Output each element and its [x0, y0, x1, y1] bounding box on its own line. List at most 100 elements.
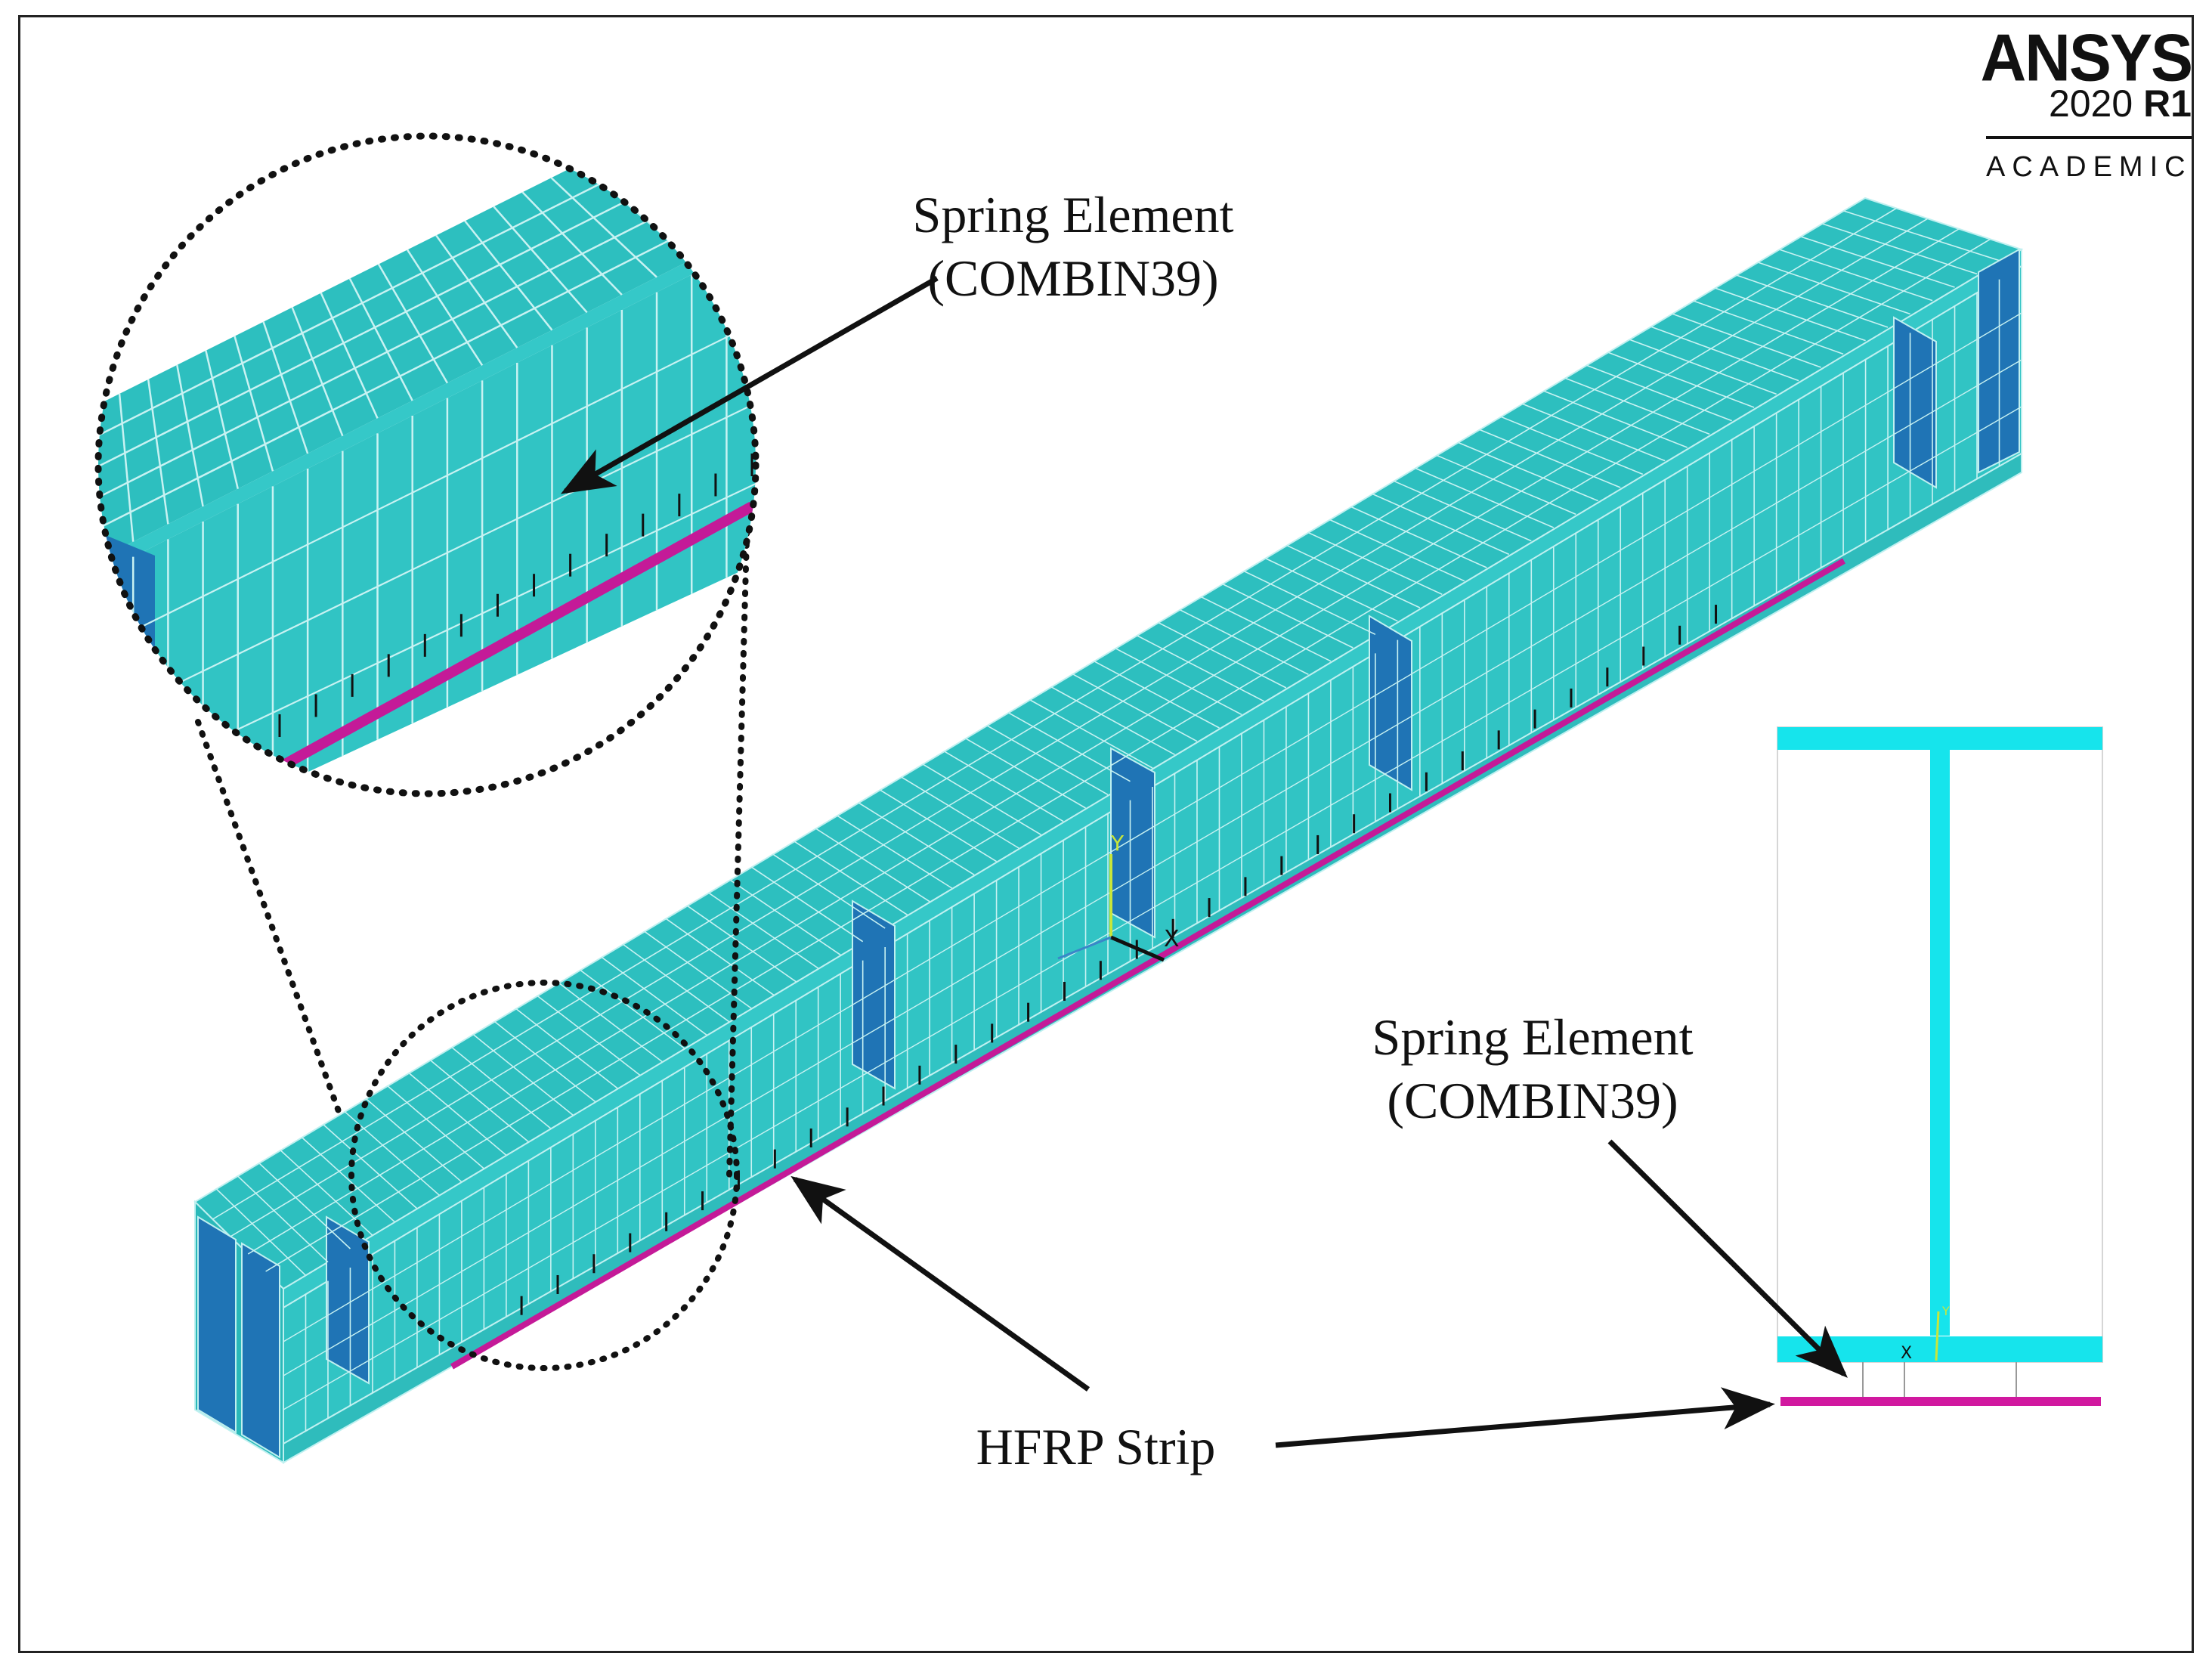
flange-mesh-line — [1115, 648, 1242, 716]
flange-mesh-line — [366, 1098, 463, 1183]
detail-region-marker — [348, 980, 740, 1371]
logo-version-number: 2020 — [2048, 82, 2133, 125]
flange-mesh-line — [601, 956, 707, 1036]
zoom-flange-line — [550, 177, 657, 278]
flange-mesh-line — [1158, 622, 1287, 689]
zoom-flange-line — [666, 136, 756, 208]
callout-spring-right: Spring Element (COMBIN39) — [1329, 1005, 1737, 1132]
flange-mesh-line — [623, 943, 730, 1023]
flange-mesh-line — [1736, 274, 1889, 328]
flange-mesh-line — [1586, 364, 1732, 422]
arrow-icon — [1275, 1387, 1775, 1448]
zoom-flange-line — [205, 350, 239, 489]
cross-section: X Y — [1777, 726, 2103, 1406]
flange-mesh-line — [558, 982, 663, 1063]
flange-mesh-line — [1543, 390, 1688, 448]
flange-mesh-line — [1694, 300, 1844, 355]
flange-mesh-line — [451, 1047, 552, 1129]
zoom-springs — [278, 454, 753, 737]
zoom-stiffener — [98, 529, 155, 794]
end-stiffener-1 — [197, 1215, 237, 1434]
flange-mesh-line — [1072, 673, 1198, 742]
flange-mesh-line — [1265, 557, 1398, 622]
flange-mesh-line — [1629, 339, 1777, 395]
flange-mesh-line — [472, 1034, 574, 1116]
callout-arrows — [560, 275, 1848, 1448]
logo-divider — [1986, 136, 2192, 139]
callout-spring-top-sub: (COMBIN39) — [927, 249, 1219, 307]
zoom-flange-line — [348, 278, 413, 401]
zoom-flange-line — [493, 206, 588, 314]
zoom-flange-line — [377, 263, 448, 384]
flange-mesh-line — [880, 789, 998, 862]
flange-mesh-line — [665, 918, 775, 995]
flange-mesh-line — [1286, 544, 1421, 608]
flange-mesh-line — [1394, 480, 1532, 542]
arrow-icon — [790, 1175, 1091, 1392]
flange-mesh-line — [1201, 596, 1332, 662]
flange-mesh-line — [494, 1021, 596, 1103]
flange-mesh-line — [1094, 661, 1220, 729]
flange-mesh-line — [1672, 313, 1821, 368]
flange-mesh-line — [1372, 493, 1510, 556]
logo-release: R1 — [2143, 82, 2192, 125]
flange-mesh-line — [1565, 377, 1710, 435]
flange-mesh-line — [1307, 531, 1443, 596]
flange-long-line — [230, 218, 1929, 1237]
flange-mesh-line — [1501, 416, 1644, 475]
flange-mesh-line — [965, 738, 1086, 809]
callout-spring-right-sub: (COMBIN39) — [1387, 1072, 1678, 1129]
zoom-flange-line — [637, 136, 756, 225]
axis-y-label: Y — [1110, 831, 1125, 856]
zoom-flange-line — [118, 393, 135, 542]
flange-mesh-line — [794, 841, 908, 916]
axis-triad-icon: Y X — [1057, 831, 1180, 962]
flange-mesh-line — [1415, 467, 1555, 528]
flange-mesh-line — [708, 892, 819, 969]
beam-mesh — [212, 207, 2022, 1432]
section-axis-y-label: Y — [1941, 1304, 1950, 1318]
flange-long-line — [212, 207, 1897, 1220]
axis-x-label: X — [1164, 926, 1180, 952]
stiffener-d — [1369, 615, 1412, 791]
flange-mesh-line — [430, 1060, 529, 1143]
end-stiffener-2 — [241, 1242, 280, 1459]
zoom-flange-line — [234, 336, 274, 472]
flange-mesh-line — [1843, 210, 2000, 262]
web-long-line — [283, 359, 2022, 1376]
flange-mesh-line — [258, 1163, 351, 1249]
flange-mesh-line — [537, 995, 641, 1076]
flange-mesh-line — [687, 905, 797, 983]
beam-hfrp-strip — [450, 558, 1846, 1370]
flange-mesh-line — [1522, 403, 1666, 462]
section-hfrp-strip — [1780, 1397, 2101, 1406]
section-web — [1930, 750, 1950, 1336]
flange-mesh-line — [901, 776, 1019, 849]
flange-mesh-line — [858, 802, 975, 876]
flange-mesh-line — [1350, 506, 1487, 568]
flange-mesh-line — [1715, 287, 1866, 342]
callout-spring-top: Spring Element (COMBIN39) — [869, 183, 1277, 310]
zoom-flange-line — [435, 234, 518, 348]
zoom-flange-line — [291, 307, 344, 437]
flange-mesh-line — [515, 1008, 618, 1089]
flange-mesh-line — [302, 1137, 395, 1223]
flange-mesh-line — [1050, 686, 1175, 756]
zoom-detail — [94, 132, 760, 797]
flange-mesh-line — [1008, 712, 1131, 782]
flange-mesh-line — [944, 751, 1064, 822]
zoom-connector-left — [195, 719, 342, 1114]
figure-frame — [18, 15, 2194, 1653]
flange-mesh-line — [1243, 571, 1376, 636]
zoom-flange-line — [262, 321, 309, 454]
ansys-logo-name: ANSYS — [1980, 20, 2193, 95]
zoom-flange-line — [147, 379, 169, 525]
zoom-flange-line — [521, 191, 623, 296]
flange-long-line — [247, 228, 1960, 1255]
web-long-line — [283, 312, 2022, 1342]
flange-long-line — [265, 238, 1991, 1272]
section-top-flange — [1777, 727, 2102, 750]
flange-mesh-line — [729, 879, 841, 955]
flange-mesh-line — [1779, 249, 1933, 302]
